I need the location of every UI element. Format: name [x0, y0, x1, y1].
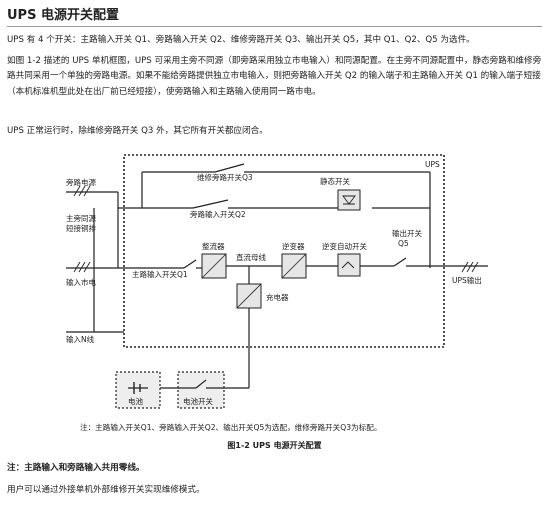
- static-switch-box: [337, 189, 361, 211]
- same-source-link-label-2: 短接铜排: [66, 223, 96, 233]
- auto-switch-label: 逆变自动开关: [322, 241, 367, 251]
- paragraph-configuration: 如图 1-2 描述的 UPS 单机框图，UPS 可采用主旁不同源（即旁路采用独立…: [7, 56, 542, 97]
- ups-switch-diagram: UPS 静态开关 维修旁路开关Q3 旁路输入开关Q2: [66, 154, 488, 409]
- page-title: UPS 电源开关配置: [7, 8, 119, 23]
- battery-box: [115, 371, 161, 409]
- same-source-link-label-1: 主旁同源: [66, 213, 96, 223]
- ups-output-label: UPS输出: [452, 275, 482, 285]
- paragraph-maintenance-mode: 用户可以通过外接单机外部维修开关实现维修模式。: [7, 485, 205, 495]
- dc-bus-label: 直流母线: [236, 252, 266, 262]
- rectifier-label: 整流器: [202, 241, 225, 251]
- bypass-input-label: 旁路输入开关Q2: [190, 209, 246, 219]
- main-input-switch-label: 主路输入开关Q1: [132, 269, 188, 279]
- output-switch-label: 输出开关: [392, 228, 422, 238]
- paragraph-switches: UPS 有 4 个开关：主路输入开关 Q1、旁路输入开关 Q2、维修旁路开关 Q…: [7, 35, 475, 45]
- battery-switch-label: 电池开关: [183, 396, 213, 406]
- maint-bypass-label: 维修旁路开关Q3: [197, 172, 253, 182]
- inverter-label: 逆变器: [282, 241, 305, 251]
- caption-note: 注：主路输入开关Q1、旁路输入开关Q2、输出开关Q5为选配，维修旁路开关Q3为标…: [80, 423, 382, 432]
- mains-input-label: 输入市电: [66, 277, 96, 287]
- paragraph-normal-operation: UPS 正常运行时，除维修旁路开关 Q3 外，其它所有开关都应闭合。: [7, 126, 268, 136]
- bypass-power-label: 旁路电源: [66, 177, 96, 187]
- battery-switch-box: [177, 371, 225, 409]
- static-switch-label: 静态开关: [320, 176, 350, 186]
- charger-label: 充电器: [266, 292, 289, 302]
- note-shared-neutral: 注：主路输入和旁路输入共用零线。: [7, 463, 145, 473]
- ups-label: UPS: [425, 160, 440, 169]
- output-switch-label-q5: Q5: [398, 239, 409, 248]
- battery-label: 电池: [128, 396, 143, 406]
- input-n-label: 输入N线: [66, 334, 95, 344]
- ups-enclosure: [123, 154, 445, 348]
- auto-switch-box: [337, 253, 361, 277]
- title-divider: [7, 26, 542, 27]
- figure-caption: 图1-2 UPS 电源开关配置: [227, 441, 322, 450]
